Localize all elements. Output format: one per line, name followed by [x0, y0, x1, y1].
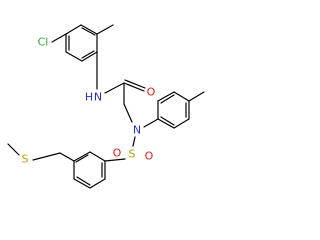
ring-c-inner	[75, 154, 89, 163]
bond-3	[80, 24, 98, 35]
bond-28	[132, 136, 136, 147]
atom-label-layer: Cl N H O N S O O S	[22, 36, 156, 166]
ring-a-inner	[81, 50, 95, 59]
bond-29	[104, 158, 126, 162]
structure-drawing: Cl N H O N S O O S	[7, 24, 205, 189]
bond-30	[89, 151, 106, 162]
bond-12	[104, 82, 125, 94]
bond-17	[143, 118, 159, 128]
ring-b-inner	[160, 94, 175, 104]
thioether-sulfur-label: S	[22, 153, 29, 166]
bond-layer	[7, 24, 205, 189]
bond-36	[89, 178, 106, 189]
sulfonyl-oxygen-right-label: O	[145, 150, 154, 163]
bond-5	[81, 51, 98, 62]
bond-34	[73, 178, 91, 189]
co-double	[124, 79, 146, 89]
bond-13	[123, 82, 145, 92]
sulfonyl-sulfur-label: S	[129, 148, 136, 161]
bond-31	[73, 151, 91, 162]
methyl-bond-3	[7, 143, 20, 156]
bond-19	[157, 91, 175, 102]
bond-24	[173, 118, 190, 129]
molecule-svg: Cl N H O N S O O S	[7, 24, 205, 189]
sulfonyl-oxygen-left-label: O	[113, 147, 122, 160]
amide-hydrogen-label: H	[85, 91, 93, 104]
ring-c-inner	[76, 176, 91, 186]
bond-21	[173, 91, 190, 102]
bond-25	[157, 118, 175, 129]
ring-b-inner	[160, 116, 175, 126]
bond-16	[123, 103, 133, 123]
methyl-bond	[96, 24, 114, 35]
sulfonamide-nitrogen-label: N	[133, 124, 141, 137]
thioether-bond	[59, 152, 75, 162]
bond-1	[65, 24, 82, 35]
amide-nitrogen-label: N	[94, 91, 102, 104]
carbonyl-oxygen-label: O	[147, 86, 156, 99]
ring-a-inner	[81, 27, 96, 36]
sulfur-link	[32, 152, 61, 161]
cl-bond	[51, 33, 67, 43]
methyl-bond-2	[188, 91, 205, 102]
bond-7	[65, 51, 83, 62]
chlorine-label: Cl	[38, 36, 49, 49]
